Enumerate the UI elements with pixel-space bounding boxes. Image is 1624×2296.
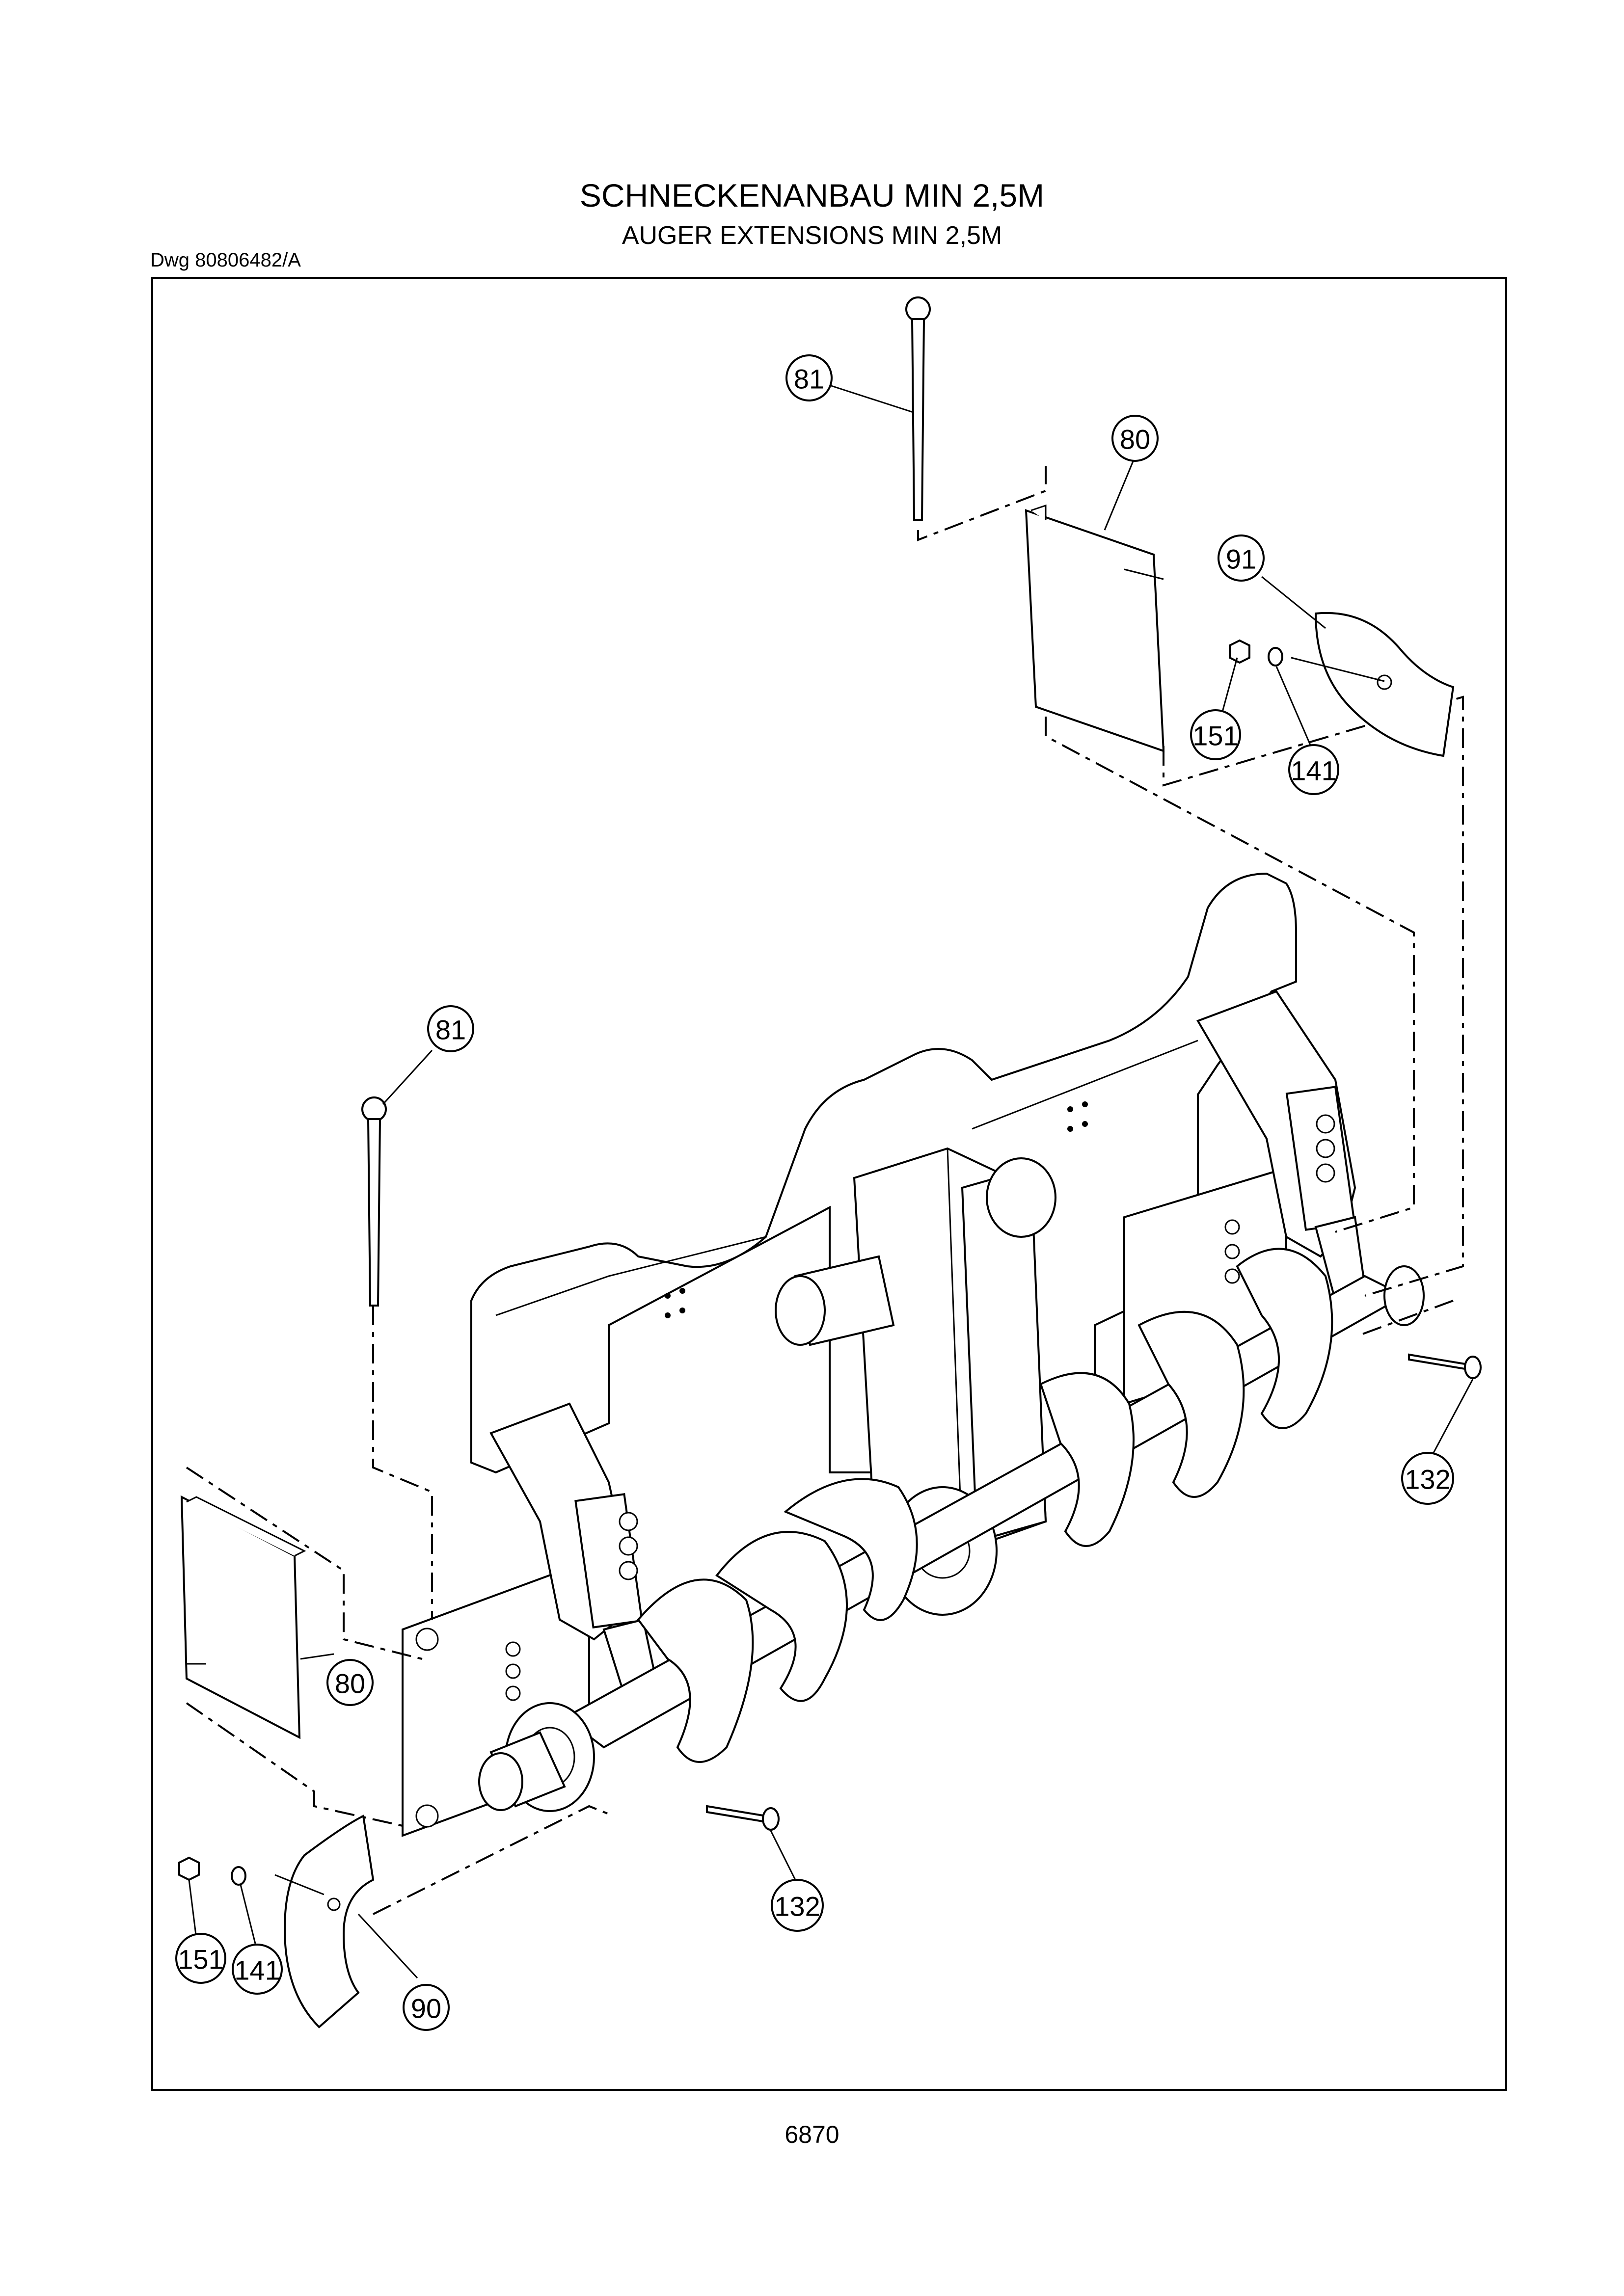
svg-text:151: 151 [1192,721,1238,751]
svg-text:81: 81 [794,364,824,395]
callout-151-bottom: 151 [175,1933,226,1984]
nut-bottom [178,1856,200,1881]
page-title-english: AUGER EXTENSIONS MIN 2,5M [622,221,1002,250]
auger-end-shield-right [1314,612,1455,757]
svg-text:132: 132 [774,1891,820,1922]
svg-text:80: 80 [1120,424,1150,455]
auger-flights [637,1248,1333,1763]
washer-top [1268,647,1283,667]
svg-text:80: 80 [335,1668,365,1699]
callout-132-bottom: 132 [771,1879,824,1932]
callout-141-bottom: 141 [232,1944,283,1995]
cover-plate-left [180,1495,306,1739]
callout-90: 90 [403,1984,450,2031]
callout-80-left: 80 [326,1659,374,1706]
auger-end-shield-left [283,1814,375,2029]
callout-91: 91 [1218,534,1265,582]
callout-132-right: 132 [1401,1452,1454,1505]
callout-141-top: 141 [1288,744,1339,795]
page-number: 6870 [785,2121,839,2148]
svg-text:151: 151 [178,1944,223,1975]
washer-bottom [231,1866,246,1886]
cover-plate-top [1025,504,1165,752]
callout-80-top: 80 [1111,415,1159,462]
right-bracket-arm [1196,990,1366,1302]
leader-lines [188,384,1474,1979]
callout-151-top: 151 [1190,709,1241,760]
svg-text:91: 91 [1226,544,1256,575]
bolt-right [1408,1353,1482,1379]
callout-81-top: 81 [785,354,833,401]
cable-tie-top [905,296,931,521]
bolt-bottom [706,1805,780,1831]
drawing-number: Dwg 80806482/A [150,249,301,271]
drawing-frame [151,277,1507,2091]
page-title-german: SCHNECKENANBAU MIN 2,5M [579,177,1045,214]
svg-text:90: 90 [411,1993,441,2024]
svg-text:141: 141 [234,1955,280,1986]
svg-text:81: 81 [435,1015,466,1045]
svg-text:132: 132 [1405,1464,1450,1495]
callout-81-left: 81 [427,1005,474,1052]
gearbox-housing [775,1147,1056,1616]
cable-tie-left [361,1096,387,1307]
svg-text:141: 141 [1291,755,1336,786]
nut-top [1229,639,1250,664]
alignment-lines [186,466,1464,1915]
